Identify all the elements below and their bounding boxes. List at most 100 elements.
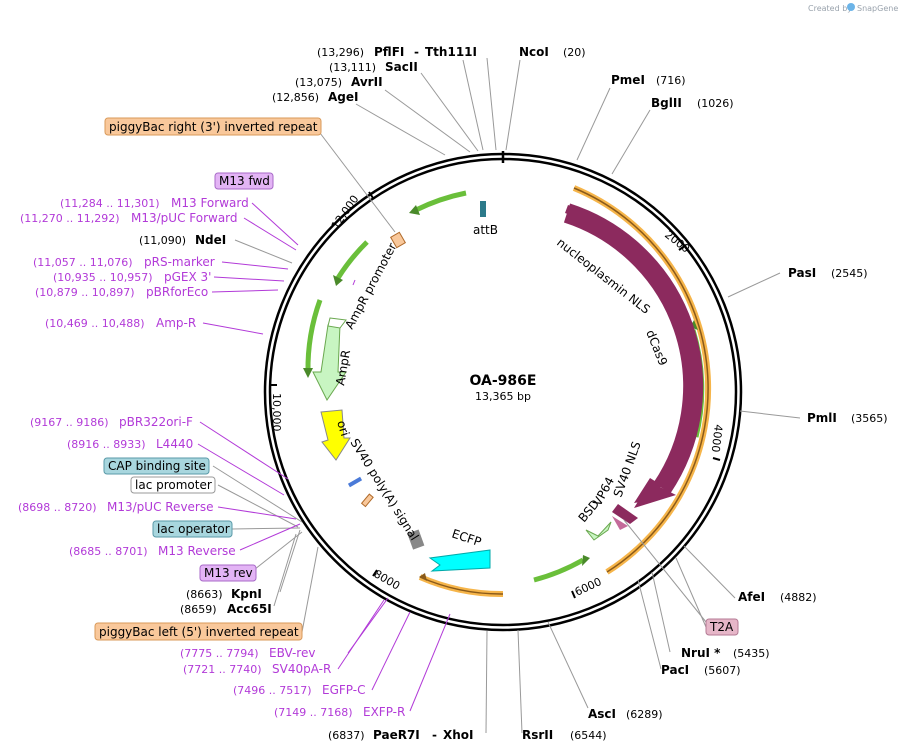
- ecfp-label: ECFP: [450, 527, 483, 550]
- m13-fwd-box: [214, 172, 274, 190]
- primer-l4440-pos: (8916 .. 8933): [67, 438, 146, 451]
- primer-m13puc-reverse-name: M13/pUC Reverse: [107, 500, 214, 514]
- primer-prs-marker-name: pRS-marker: [144, 255, 215, 269]
- site-pmli-name: PmlI: [807, 411, 837, 425]
- piggybac-right-label: piggyBac right (3') inverted repeat: [109, 120, 318, 134]
- feature-arc-bottom: [418, 574, 504, 598]
- bsd-feature: [585, 521, 612, 541]
- m13-rev-label: M13 rev: [204, 566, 253, 580]
- primer-m13puc-reverse-pos: (8698 .. 8720): [18, 501, 97, 514]
- lac-promoter-box: [130, 476, 216, 494]
- site-afei-name: AfeI: [738, 590, 765, 604]
- feature-arc-outer-top-line: [573, 187, 709, 573]
- site-kpni-pos: (8663): [186, 588, 223, 601]
- green-arc-left-arrow: [333, 275, 343, 286]
- cap-binding-box: [103, 457, 210, 475]
- m13-fwd-label: M13 fwd: [219, 174, 270, 188]
- primer-exfp-r-pos: (7149 .. 7168): [274, 706, 353, 719]
- credit-brand: SnapGene: [857, 4, 898, 13]
- site-pmli-pos: (3565): [851, 412, 888, 425]
- site-pasi-name: PasI: [788, 266, 816, 280]
- site-acc65i-name: Acc65I: [227, 602, 272, 616]
- site-ncoi-pos: (20): [563, 46, 586, 59]
- snapgene-logo-icon: [847, 3, 855, 11]
- primer-m13-forward-name: M13 Forward: [171, 196, 249, 210]
- site-nrui-pos: (5435): [733, 647, 770, 660]
- attb-feature: [480, 201, 486, 217]
- site-paer7i-name: PaeR7I: [373, 728, 420, 742]
- primer-m13-forward-pos: (11,284 .. 11,301): [60, 197, 160, 210]
- site-pflfi-pos: (13,296): [317, 46, 364, 59]
- map-length: 13,365 bp: [475, 390, 531, 403]
- ampr-feature: [312, 324, 347, 401]
- site-sacii-name: SacII: [385, 60, 418, 74]
- map-title: OA-986E: [470, 373, 537, 389]
- ecfp-feature: [428, 549, 491, 572]
- ampr-promoter-label: AmpR promoter: [342, 241, 399, 332]
- primer-egfp-c-name: EGFP-C: [322, 683, 365, 697]
- site-afei-pos: (4882): [780, 591, 817, 604]
- tick-marks: [270, 191, 721, 599]
- site-paer7i-pos: (6837): [328, 729, 365, 742]
- site-leader-lines: [212, 57, 801, 734]
- credit-text: Created by: [808, 4, 852, 13]
- primer-egfp-c-pos: (7496 .. 7517): [233, 684, 312, 697]
- piggybac-left-mark: [360, 493, 374, 508]
- green-arc-ampr: [305, 299, 323, 373]
- grey-feature: [407, 529, 425, 550]
- primer-pgex-name: pGEX 3': [164, 270, 211, 284]
- site-sacii-pos: (13,111): [329, 61, 376, 74]
- site-bglii-name: BglII: [651, 96, 682, 110]
- site-ndei-name: NdeI: [195, 233, 226, 247]
- site-ndei-pos: (11,090): [139, 234, 186, 247]
- site-dash-2: -: [432, 728, 437, 742]
- dcas9-arc: [563, 203, 704, 494]
- lac-operator-label: lac operator: [157, 522, 230, 536]
- piggybac-left-label: piggyBac left (5') inverted repeat: [99, 625, 299, 639]
- site-dash: -: [414, 45, 419, 59]
- ampr-label: AmpR: [333, 349, 353, 387]
- primer-pbr322ori-pos: (9167 .. 9186): [30, 416, 109, 429]
- site-ncoi-name: NcoI: [519, 45, 549, 59]
- piggybac-right-box: [104, 117, 322, 136]
- site-pmei-name: PmeI: [611, 73, 645, 87]
- site-avrii-name: AvrII: [351, 75, 383, 89]
- ampr-promoter-feature: [327, 317, 347, 329]
- tick-label-10000: 10,000: [270, 393, 283, 432]
- site-agei-pos: (12,856): [272, 91, 319, 104]
- green-arc-left: [335, 240, 369, 280]
- site-rsrii-pos: (6544): [570, 729, 607, 742]
- primer-l4440-name: L4440: [156, 437, 193, 451]
- sv40-polya-label: SV40 poly(A) signal: [347, 436, 421, 543]
- primer-exfp-r-name: EXFP-R: [363, 705, 405, 719]
- site-asci-pos: (6289): [626, 708, 663, 721]
- primer-ampr-name: Amp-R: [156, 316, 196, 330]
- site-asci-name: AscI: [588, 707, 616, 721]
- primer-m13-reverse-pos: (8685 .. 8701): [69, 545, 148, 558]
- tick-label-6000: 6000: [573, 575, 604, 599]
- primer-prs-marker-pos: (11,057 .. 11,076): [33, 256, 133, 269]
- green-arc-top: [414, 190, 467, 213]
- ori-feature: [320, 409, 351, 461]
- m13-rev-box: [199, 564, 257, 582]
- t2a-box: [705, 618, 739, 636]
- sv40-nls-label: SV40 NLS: [611, 440, 644, 499]
- dcas9-arrowhead: [634, 482, 676, 508]
- site-pmei-pos: (716): [656, 74, 686, 87]
- site-avrii-pos: (13,075): [295, 76, 342, 89]
- t2a-label: T2A: [709, 620, 734, 634]
- green-arc-bottom-right: [533, 557, 585, 583]
- site-xhoi-name: XhoI: [443, 728, 474, 742]
- site-rsrii-name: RsrII: [522, 728, 553, 742]
- primer-ebv-rev-name: EBV-rev: [269, 646, 315, 660]
- tick-label-4000: 4000: [709, 424, 725, 453]
- sv40-nls-feature: [612, 504, 638, 524]
- lac-cluster-mark: [347, 476, 363, 488]
- site-tth111i-name: Tth111I: [425, 45, 477, 59]
- lac-operator-box: [152, 520, 233, 538]
- site-nrui-name: NruI *: [681, 646, 721, 660]
- site-agei-name: AgeI: [328, 90, 358, 104]
- bottom-arc-arrow: [419, 573, 427, 581]
- primer-pgex-pos: (10,935 .. 10,957): [53, 271, 153, 284]
